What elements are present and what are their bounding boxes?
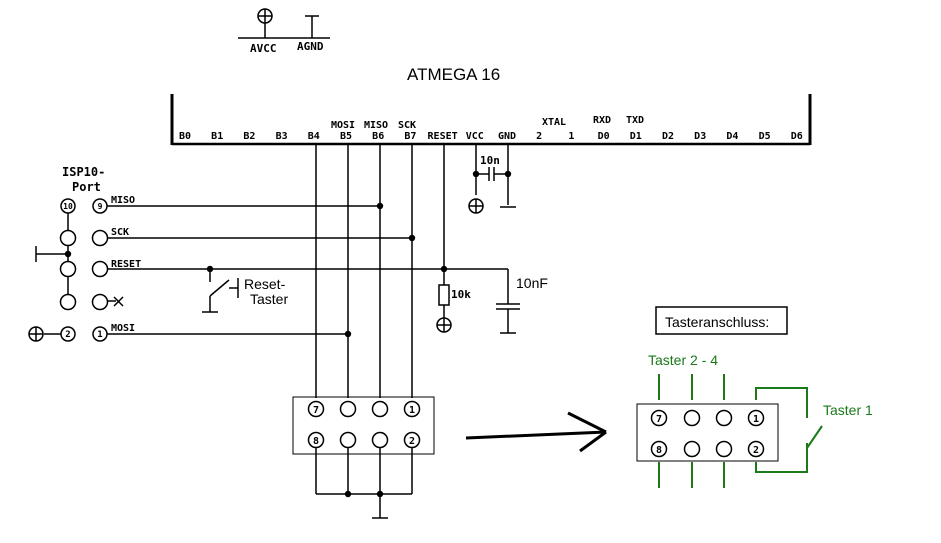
connector-right — [636, 403, 779, 462]
chip-pin-label: D0 — [598, 131, 610, 142]
isp-pin-9-number: 9 — [98, 202, 103, 211]
resistor-10k — [438, 284, 450, 306]
chip-pin-labels: B0 B1 B2 B3 B4 B5 B6 B7 RESET VCC GND 2 1 D0 D1 D2 D3 D4 D… — [179, 131, 803, 142]
tasteranschluss-box — [655, 306, 788, 335]
avcc-label: AVCC — [250, 42, 277, 55]
taster-1-switch — [806, 425, 823, 449]
chip-pin-label: D5 — [759, 131, 771, 142]
cap-10nf-label: 10nF — [516, 275, 548, 291]
arrow-icon — [465, 411, 607, 453]
connector-right-pins — [650, 409, 765, 458]
isp-pin-8 — [59, 229, 77, 247]
pin-b7-alt-label: SCK — [398, 120, 416, 131]
isp-signal-sck: SCK — [111, 227, 129, 238]
chip-pin-label: GND — [498, 131, 516, 142]
chip-pin-label: D1 — [630, 131, 642, 142]
isp-pin-5 — [91, 260, 109, 278]
connector-right-pin-7: 7 — [656, 414, 662, 425]
isp-title-2: Port — [72, 180, 101, 194]
resistor-label: 10k — [451, 288, 471, 301]
isp-signal-reset: RESET — [111, 259, 141, 270]
reset-button-label-1: Reset- — [244, 276, 286, 292]
chip-pin-label: B2 — [243, 131, 255, 142]
isp-pin-4 — [59, 293, 77, 311]
chip-pin-label: D6 — [791, 131, 803, 142]
chip-pin-label: B6 — [372, 131, 384, 142]
taster-2-4-label: Taster 2 - 4 — [648, 352, 718, 368]
taster-wires — [658, 374, 823, 488]
isp-pins — [59, 198, 109, 342]
chip-pin-label: RESET — [428, 131, 458, 142]
isp-pin-9 — [92, 198, 108, 214]
chip-pin-label: VCC — [466, 131, 484, 142]
isp-pin-1-number: 1 — [97, 330, 102, 340]
isp-pin-3 — [91, 293, 109, 311]
chip-pin-label: B5 — [340, 131, 352, 142]
taster-1-label: Taster 1 — [823, 402, 873, 418]
chip-pin-label: B0 — [179, 131, 191, 142]
wires — [35, 144, 520, 519]
chip-pin-label: B1 — [211, 131, 223, 142]
pin-d0-alt-label: RXD — [593, 115, 611, 126]
connector-left-pin-2: 2 — [409, 436, 415, 447]
supply-symbols — [238, 8, 330, 39]
isp-title-1: ISP10- — [62, 165, 105, 179]
chip-title: ATMEGA 16 — [407, 65, 500, 84]
chip-pin-label: D2 — [662, 131, 674, 142]
isp-pin-10-number: 10 — [63, 202, 73, 211]
reset-button-label-2: Taster — [250, 291, 288, 307]
pin-xtal-label: XTAL — [542, 117, 566, 128]
pin-b6-alt-label: MISO — [364, 120, 388, 131]
reset-button-switch — [209, 279, 230, 297]
isp-pin-10 — [60, 198, 76, 214]
isp-pin-2-number: 2 — [65, 330, 70, 340]
tasteranschluss-label: Tasteranschluss: — [665, 314, 769, 330]
connector-right-pin-8: 8 — [656, 445, 662, 456]
isp-signal-miso: MISO — [111, 195, 135, 206]
chip-pin-label: B7 — [404, 131, 416, 142]
isp-signal-mosi: MOSI — [111, 323, 135, 334]
connector-left-pin-1: 1 — [409, 405, 415, 416]
isp-pin-1 — [92, 326, 108, 342]
connector-left-pins — [307, 400, 421, 449]
chip-pin-label: B3 — [276, 131, 288, 142]
agnd-label: AGND — [297, 40, 324, 53]
connector-left-pin-8: 8 — [313, 436, 319, 447]
connector-right-pin-1: 1 — [753, 414, 759, 425]
isp-pin-7 — [91, 229, 109, 247]
chip-pin-label: B4 — [308, 131, 320, 142]
isp-pin-2 — [60, 326, 76, 342]
junction-dots — [64, 170, 512, 498]
connector-left-pin-7: 7 — [313, 405, 319, 416]
cap-10n-label: 10n — [480, 154, 500, 167]
isp-pin-6 — [59, 260, 77, 278]
chip-body — [170, 94, 812, 146]
pin-d1-alt-label: TXD — [626, 115, 644, 126]
chip-pin-label: 1 — [568, 131, 574, 142]
chip-pin-label: D4 — [726, 131, 738, 142]
connector-right-pin-2: 2 — [753, 445, 759, 456]
pin-b5-alt-label: MOSI — [331, 120, 355, 131]
chip-pin-label: 2 — [536, 131, 542, 142]
chip-pin-label: D3 — [694, 131, 706, 142]
connector-left — [292, 396, 435, 455]
